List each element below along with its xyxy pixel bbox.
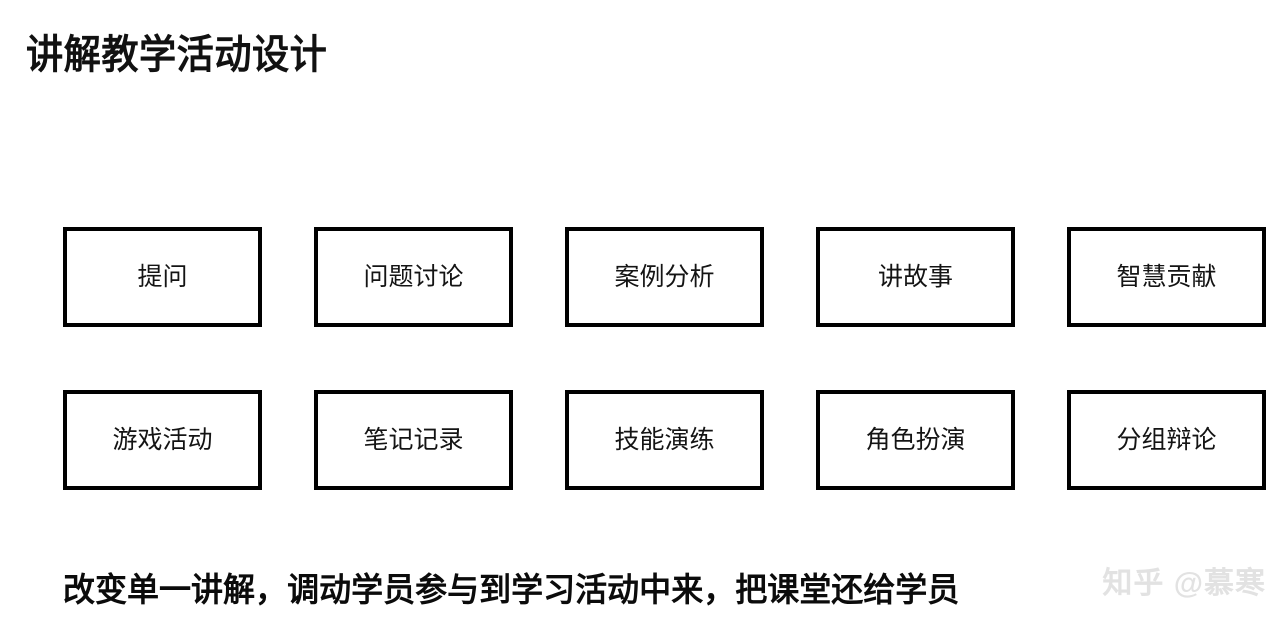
activity-box-label: 问题讨论 [363, 262, 464, 291]
activity-box[interactable]: 案例分析 [565, 227, 764, 327]
activity-box-label: 智慧贡献 [1116, 262, 1217, 291]
activity-box-label: 角色扮演 [865, 425, 966, 454]
page-title: 讲解教学活动设计 [26, 33, 328, 77]
activity-box-label: 笔记记录 [363, 425, 464, 454]
activity-box-label: 游戏活动 [112, 425, 213, 454]
activity-box[interactable]: 提问 [63, 227, 262, 327]
activity-box-label: 提问 [137, 262, 188, 291]
activity-box[interactable]: 技能演练 [565, 390, 764, 490]
activity-row-1: 提问 问题讨论 案例分析 讲故事 智慧贡献 [63, 227, 1266, 327]
activity-box[interactable]: 问题讨论 [314, 227, 513, 327]
activity-box-label: 案例分析 [614, 262, 715, 291]
slide-caption: 改变单一讲解，调动学员参与到学习活动中来，把课堂还给学员 [63, 571, 960, 608]
activity-box-label: 技能演练 [614, 425, 715, 454]
activity-box[interactable]: 角色扮演 [816, 390, 1015, 490]
activity-box-grid: 提问 问题讨论 案例分析 讲故事 智慧贡献 游戏活动 笔记记录 技能演 [63, 227, 1266, 490]
activity-box-label: 分组辩论 [1116, 425, 1217, 454]
activity-box[interactable]: 分组辩论 [1067, 390, 1266, 490]
activity-box[interactable]: 智慧贡献 [1067, 227, 1266, 327]
activity-box[interactable]: 讲故事 [816, 227, 1015, 327]
activity-row-2: 游戏活动 笔记记录 技能演练 角色扮演 分组辩论 [63, 390, 1266, 490]
watermark: 知乎 @慕寒 [1102, 567, 1266, 600]
activity-box[interactable]: 游戏活动 [63, 390, 262, 490]
activity-box[interactable]: 笔记记录 [314, 390, 513, 490]
activity-box-label: 讲故事 [877, 262, 953, 291]
